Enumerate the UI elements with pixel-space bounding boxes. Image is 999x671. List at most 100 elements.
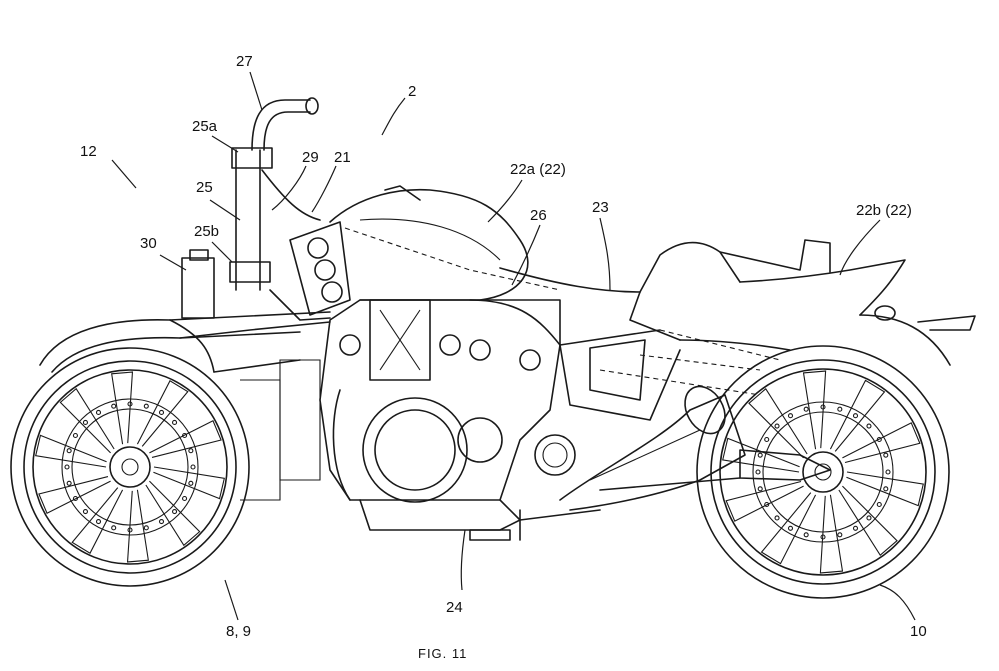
brake-disc-hole	[95, 409, 102, 415]
brake-disc-hole	[837, 532, 843, 538]
brake-disc-hole	[171, 419, 178, 426]
wheel-spoke	[846, 471, 924, 507]
label-12: 12	[80, 143, 97, 160]
label-22b: 22b (22)	[856, 202, 912, 219]
brake-disc-hole	[171, 508, 178, 515]
brake-disc-hole	[803, 532, 809, 538]
rear-fender	[679, 259, 976, 366]
wheel-spoke	[145, 480, 201, 547]
brake-disc-hole	[95, 519, 102, 525]
brake-disc-hole	[885, 469, 891, 475]
brake-disc-hole	[182, 495, 188, 502]
label-2: 2	[408, 83, 416, 100]
brake-disc-hole	[774, 515, 780, 521]
brake-disc-hole	[876, 436, 882, 443]
reference-labels: 27 2 25a 12 29 21 22a (22) 25 26 23 22b …	[80, 53, 927, 661]
wheel-spoke	[153, 466, 225, 500]
brake-disc-hole	[866, 423, 872, 429]
label-25b: 25b	[194, 223, 219, 240]
wheel-spoke	[149, 420, 222, 459]
label-26: 26	[530, 207, 547, 224]
steering-column	[181, 97, 321, 319]
brake-disc-hole	[866, 515, 872, 521]
brake-disc-hole	[64, 464, 70, 470]
wheel-spoke	[760, 492, 817, 565]
label-27: 27	[236, 53, 253, 70]
fuel-tank	[329, 185, 561, 301]
brake-disc-hole	[774, 423, 780, 429]
brake-disc-hole	[837, 406, 843, 412]
brake-disc-hole	[127, 401, 133, 407]
brake-disc-hole	[72, 432, 78, 439]
wheel-spoke	[829, 379, 886, 452]
brake-disc-hole	[66, 480, 72, 486]
wheel-spoke	[722, 437, 800, 473]
label-22a: 22a (22)	[510, 161, 566, 178]
brake-disc-hole	[764, 436, 770, 443]
label-25a: 25a	[192, 118, 218, 135]
brake-disc-hole	[188, 480, 194, 486]
exhaust	[559, 385, 746, 511]
brake-disc-hole	[764, 501, 770, 508]
front-cowl	[269, 221, 351, 321]
wheel-spoke	[38, 475, 111, 514]
swing-arm	[599, 449, 831, 491]
brake-disc-hole	[757, 486, 763, 492]
brake-disc-hole	[190, 464, 196, 470]
brake-disc-hole	[158, 519, 165, 525]
label-21: 21	[334, 149, 351, 166]
label-10: 10	[910, 623, 927, 640]
figure-caption: FIG. 11	[418, 646, 467, 661]
brake-disc-hole	[82, 419, 89, 426]
brake-disc-hole	[883, 486, 889, 492]
engine	[240, 299, 601, 541]
front-wheel	[10, 347, 250, 587]
label-29: 29	[302, 149, 319, 166]
brake-disc-hole	[803, 406, 809, 412]
brake-disc-hole	[755, 469, 761, 475]
wheel-spoke	[71, 487, 124, 554]
brake-disc-hole	[820, 404, 826, 410]
brake-disc-hole	[82, 508, 89, 515]
brake-disc-hole	[852, 525, 859, 531]
body-line	[469, 267, 781, 421]
wheel-spoke	[748, 387, 808, 459]
leader-lines	[111, 71, 916, 621]
brake-disc-hole	[127, 527, 133, 533]
wheel-spoke	[126, 489, 149, 563]
label-25: 25	[196, 179, 213, 196]
brake-disc-hole	[158, 409, 165, 415]
wheel-spoke	[725, 480, 804, 522]
wheel-spoke	[59, 387, 115, 454]
brake-disc-hole	[111, 403, 117, 409]
wheel-spoke	[819, 494, 844, 574]
brake-disc-hole	[787, 525, 794, 531]
brake-disc-hole	[883, 452, 889, 458]
brake-disc-hole	[757, 452, 763, 458]
label-30: 30	[140, 235, 157, 252]
brake-disc-hole	[143, 525, 149, 531]
front-fender-and-frame	[39, 311, 331, 373]
wheel-spoke	[111, 371, 134, 445]
brake-disc-hole	[188, 448, 194, 454]
brake-disc-hole	[876, 501, 882, 508]
brake-disc-hole	[852, 413, 859, 419]
brake-disc-hole	[72, 495, 78, 502]
brake-disc-hole	[787, 413, 794, 419]
brake-disc-hole	[820, 534, 826, 540]
label-8-9: 8, 9	[226, 623, 251, 640]
brake-disc-hole	[143, 403, 149, 409]
brake-disc-hole	[182, 432, 188, 439]
wheel-spoke	[842, 422, 921, 464]
wheel-spoke	[136, 380, 189, 447]
wheel-spoke	[35, 434, 107, 468]
label-23: 23	[592, 199, 609, 216]
wheel-spoke	[802, 370, 827, 450]
rear-wheel	[696, 345, 950, 599]
wheel-spoke	[838, 485, 898, 557]
brake-disc-hole	[111, 525, 117, 531]
label-24: 24	[446, 599, 463, 616]
brake-disc-hole	[66, 448, 72, 454]
